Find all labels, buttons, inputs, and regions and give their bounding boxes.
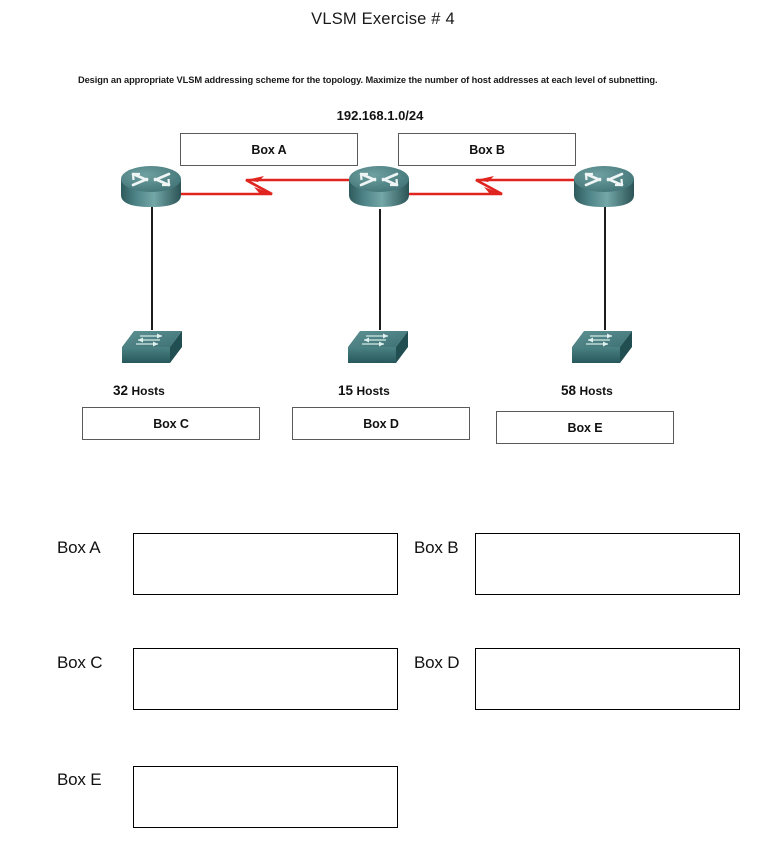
host-count-right-unit: Hosts	[579, 384, 613, 398]
host-count-mid: 15 Hosts	[338, 383, 390, 398]
network-address-label: 192.168.1.0/24	[336, 108, 424, 123]
answer-label-d: Box D	[414, 653, 460, 672]
host-count-right: 58 Hosts	[561, 383, 613, 398]
instructions-text: Design an appropriate VLSM addressing sc…	[78, 75, 658, 85]
page-title: VLSM Exercise # 4	[311, 10, 455, 28]
ethernet-link-icon-left	[151, 205, 153, 330]
serial-link-icon-a	[168, 168, 350, 209]
diagram-box-b: Box B	[398, 133, 576, 166]
host-count-left-value: 32	[113, 383, 129, 398]
host-count-left-unit: Hosts	[131, 384, 165, 398]
answer-field-d[interactable]	[475, 648, 740, 710]
ethernet-link-icon-mid	[379, 209, 381, 330]
diagram-box-d: Box D	[292, 407, 470, 440]
answer-field-e[interactable]	[133, 766, 398, 828]
router-icon-right	[572, 163, 636, 216]
router-icon-left	[119, 163, 183, 216]
diagram-box-c: Box C	[82, 407, 260, 440]
answer-label-e: Box E	[57, 770, 102, 789]
host-count-mid-value: 15	[338, 383, 354, 398]
answer-field-a[interactable]	[133, 533, 398, 595]
diagram-box-a: Box A	[180, 133, 358, 166]
answer-field-c[interactable]	[133, 648, 398, 710]
answer-label-c: Box C	[57, 653, 103, 672]
host-count-right-value: 58	[561, 383, 577, 398]
host-count-left: 32 Hosts	[113, 383, 165, 398]
diagram-box-e: Box E	[496, 411, 674, 444]
switch-icon-right	[568, 327, 636, 378]
router-icon-mid	[347, 163, 411, 216]
ethernet-link-icon-right	[604, 205, 606, 330]
switch-icon-mid	[344, 327, 412, 378]
topology-diagram: 192.168.1.0/24 Box A Box B	[82, 108, 674, 444]
host-count-mid-unit: Hosts	[356, 384, 390, 398]
answer-field-b[interactable]	[475, 533, 740, 595]
serial-link-icon-b	[398, 168, 578, 209]
answer-label-a: Box A	[57, 538, 101, 557]
answer-label-b: Box B	[414, 538, 459, 557]
switch-icon-left	[118, 327, 186, 378]
